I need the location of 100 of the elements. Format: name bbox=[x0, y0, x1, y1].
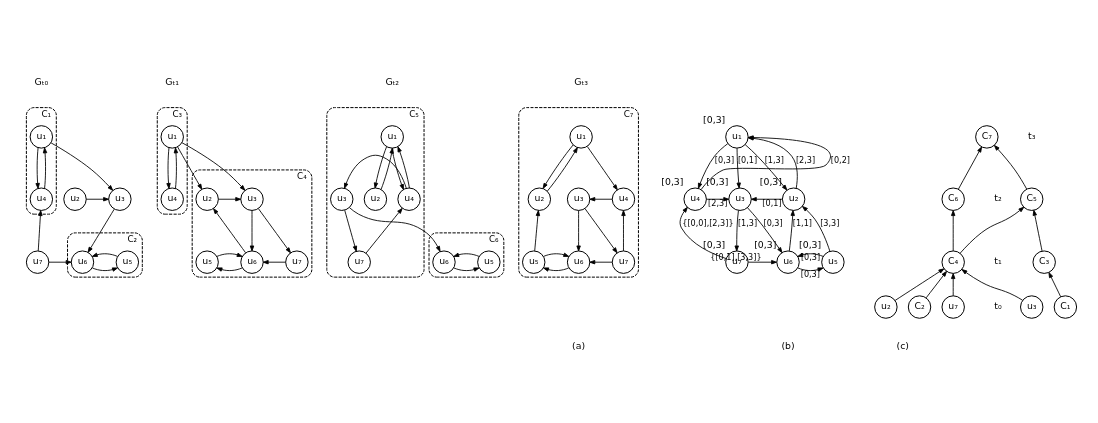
arrow bbox=[959, 206, 1025, 254]
node-circle: u₆ bbox=[70, 249, 95, 274]
arrow bbox=[249, 209, 255, 251]
arrow bbox=[543, 252, 570, 257]
label: t₁ bbox=[994, 254, 1002, 266]
arrow bbox=[42, 146, 48, 189]
label: (c) bbox=[896, 339, 909, 350]
node-label: [0,3] bbox=[754, 238, 777, 250]
node-circle: u₂ bbox=[63, 187, 87, 211]
node-circle: C₂ bbox=[907, 294, 932, 319]
edge-label: [0,2] bbox=[830, 154, 850, 165]
arrow bbox=[87, 208, 115, 253]
node-circle: u₅ bbox=[115, 249, 140, 274]
arrow bbox=[216, 266, 243, 272]
arrow bbox=[994, 144, 1028, 189]
node-circle: u₁ bbox=[29, 124, 54, 149]
arrow bbox=[166, 146, 171, 189]
arrow bbox=[85, 196, 109, 201]
label: Gₜ₂ bbox=[385, 75, 400, 87]
arrow bbox=[679, 206, 727, 259]
arrow bbox=[213, 207, 247, 253]
arrow bbox=[951, 209, 956, 251]
node-label: [0,3] bbox=[759, 175, 782, 187]
arrow bbox=[736, 147, 741, 188]
arrow bbox=[37, 209, 43, 251]
arrow bbox=[380, 147, 394, 190]
arrow bbox=[262, 259, 286, 264]
arrow bbox=[397, 145, 410, 188]
label: (b) bbox=[781, 339, 795, 350]
arrow bbox=[1032, 209, 1043, 251]
arrow bbox=[802, 205, 831, 252]
edge-label: [1,1] bbox=[792, 217, 812, 228]
node-circle: u₁ bbox=[569, 124, 593, 149]
node-circle: u₂ bbox=[527, 187, 552, 211]
arrow bbox=[958, 146, 983, 190]
arrow bbox=[50, 141, 114, 191]
node-circle: u₃ bbox=[240, 187, 264, 211]
edge-label: [1,3] bbox=[737, 217, 758, 228]
node-circle: u₄ bbox=[160, 187, 184, 211]
arrow bbox=[91, 266, 118, 272]
arrow bbox=[344, 154, 407, 189]
node-label: [0,3] bbox=[706, 175, 729, 187]
node-label: [0,3] bbox=[703, 238, 726, 250]
arrow bbox=[576, 209, 581, 251]
arrow bbox=[543, 266, 570, 272]
arrow bbox=[951, 272, 956, 296]
edge-label: [0,3] bbox=[714, 154, 735, 165]
arrow bbox=[747, 259, 777, 264]
node-circle: u₇ bbox=[941, 294, 965, 319]
node-circle: u₇ bbox=[611, 249, 636, 274]
label: Gₜ₁ bbox=[165, 75, 180, 87]
node-circle: C₄ bbox=[941, 249, 965, 274]
node-label: [0,3] bbox=[661, 175, 684, 187]
node-circle: u₁ bbox=[160, 124, 184, 149]
arrow bbox=[747, 206, 783, 253]
node-circle: u₁ bbox=[380, 124, 404, 149]
arrow bbox=[349, 206, 441, 252]
arrow bbox=[181, 141, 246, 191]
node-circle: u₃ bbox=[1020, 294, 1044, 319]
edge-label: [0,3] bbox=[763, 217, 783, 228]
node-circle: u₄ bbox=[611, 187, 636, 211]
node-circle: u₆ bbox=[240, 249, 264, 274]
edge-label: [0,1] bbox=[762, 197, 782, 208]
arrow bbox=[258, 207, 291, 253]
edge-label: [3,3] bbox=[820, 217, 840, 228]
arrow bbox=[734, 209, 739, 251]
node-circle: u₅ bbox=[195, 249, 219, 274]
arrow bbox=[961, 268, 1024, 301]
arrow bbox=[586, 145, 618, 190]
node-circle: u₂ bbox=[874, 294, 898, 319]
label: t₀ bbox=[994, 299, 1002, 311]
node-circle: u₆ bbox=[776, 249, 800, 274]
arrow bbox=[35, 146, 40, 189]
arrow bbox=[453, 252, 480, 257]
node-circle: u₅ bbox=[477, 249, 501, 274]
arrow bbox=[797, 266, 824, 272]
node-circle: u₃ bbox=[728, 187, 752, 211]
node-circle: u₂ bbox=[195, 187, 219, 211]
node-circle: u₃ bbox=[330, 187, 354, 211]
arrow bbox=[344, 209, 358, 252]
arrow bbox=[453, 266, 480, 272]
arrow bbox=[894, 267, 945, 301]
node-circle: u₇ bbox=[285, 249, 309, 274]
node-circle: u₇ bbox=[347, 249, 371, 274]
node-circle: u₂ bbox=[363, 187, 388, 211]
node-circle: u₇ bbox=[25, 249, 50, 274]
label: t₂ bbox=[994, 191, 1002, 203]
arrow bbox=[621, 209, 626, 251]
arrow bbox=[744, 143, 788, 190]
arrow bbox=[788, 209, 795, 251]
node-circle: u₄ bbox=[29, 187, 54, 211]
label: (a) bbox=[572, 339, 586, 350]
arrow bbox=[173, 146, 179, 189]
arrow bbox=[365, 207, 403, 253]
label: t₃ bbox=[1028, 129, 1036, 141]
edge-label: [0,3] bbox=[800, 251, 821, 262]
node-circle: u₆ bbox=[566, 249, 591, 274]
arrow bbox=[1048, 271, 1062, 297]
edge-label: [0,1] bbox=[737, 154, 758, 165]
node-circle: C₁ bbox=[1053, 294, 1078, 319]
